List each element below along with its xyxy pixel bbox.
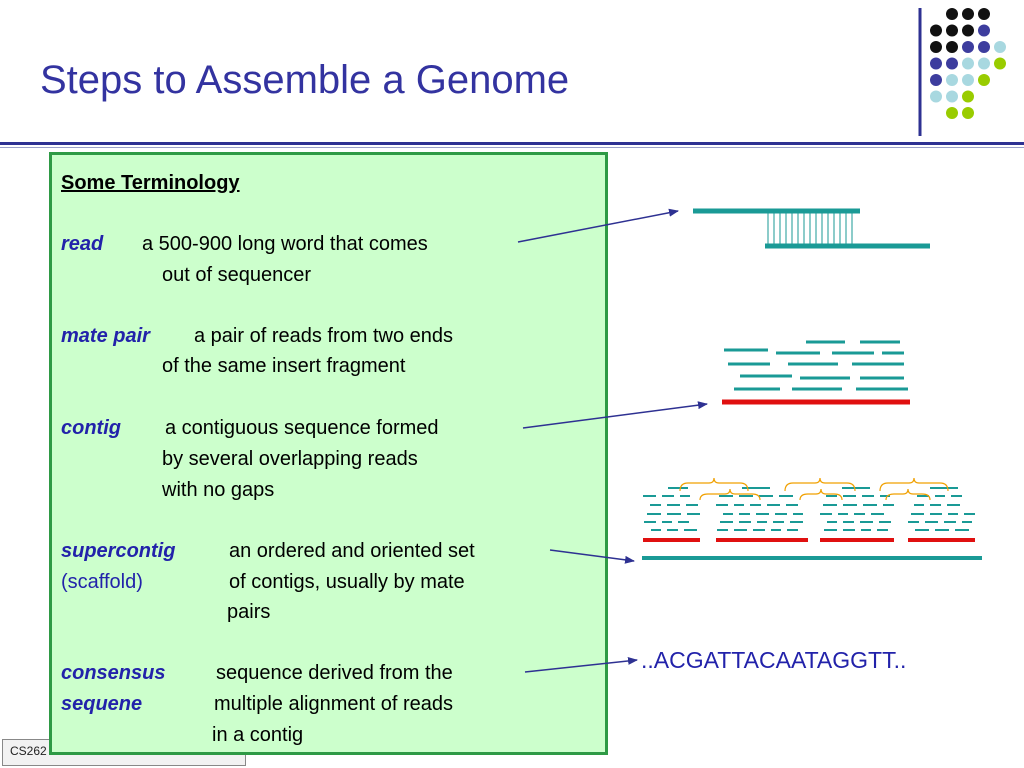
decor-dot	[994, 57, 1006, 70]
decor-dot	[978, 74, 990, 86]
decor-dot	[962, 74, 974, 86]
definition-line: multiple alignment of reads	[214, 693, 454, 715]
definition-line: by several overlapping reads	[162, 448, 418, 470]
decor-dot	[978, 8, 990, 20]
decor-dot	[962, 41, 974, 53]
decor-dot	[946, 74, 958, 86]
definition-line: in a contig	[212, 724, 304, 746]
consensus-sequence-text: ..ACGATTACAATAGGTT..	[641, 647, 907, 673]
term-read: read	[61, 233, 104, 255]
decor-dot	[962, 107, 974, 119]
decor-dot	[962, 90, 974, 103]
definition-line: with no gaps	[162, 479, 275, 501]
decor-dot	[930, 41, 942, 53]
decor-dot	[978, 57, 990, 70]
decor-dot	[962, 8, 974, 20]
title-divider-thin	[0, 147, 1024, 148]
decor-dot	[978, 24, 990, 37]
definition-line: an ordered and oriented set	[229, 540, 475, 562]
definition-line: a contiguous sequence formed	[165, 417, 439, 439]
decor-dot	[946, 41, 958, 53]
term-supercontig: supercontig	[61, 540, 176, 562]
definition-line: a 500-900 long word that comes	[142, 233, 428, 255]
term-sequene: sequene	[61, 693, 143, 715]
decor-dot	[946, 24, 958, 37]
decor-dot	[946, 8, 958, 20]
definition-line: a pair of reads from two ends	[194, 325, 454, 347]
title-divider	[0, 142, 1024, 145]
footer-text: CS262	[10, 744, 47, 758]
term-scaffold: (scaffold)	[61, 571, 143, 593]
decor-dot	[994, 41, 1006, 53]
mate-pair-brace	[699, 488, 761, 501]
mate-pair-brace	[885, 488, 931, 501]
slide-title: Steps to Assemble a Genome	[40, 58, 570, 102]
mate-pair-brace	[799, 488, 843, 501]
decor-dot	[946, 57, 958, 70]
definition-line: of contigs, usually by mate	[229, 571, 465, 593]
decor-dot	[930, 24, 942, 37]
term-mate-pair: mate pair	[61, 325, 150, 347]
definition-line: pairs	[227, 601, 271, 623]
term-contig: contig	[61, 417, 121, 439]
definition-line: sequence derived from the	[216, 662, 453, 684]
terminology-heading: Some Terminology	[61, 172, 240, 194]
mate-pair-brace	[879, 477, 949, 492]
definition-line: of the same insert fragment	[162, 355, 406, 377]
terminology-box	[49, 152, 608, 755]
mate-pair-brace	[784, 477, 856, 492]
decor-dot	[978, 41, 990, 53]
term-consensus: consensus	[61, 662, 166, 684]
decor-dot	[930, 90, 942, 103]
definition-line: out of sequencer	[162, 264, 311, 286]
decor-dot	[930, 74, 942, 86]
decor-dot	[930, 57, 942, 70]
mate-pair-brace	[679, 477, 749, 492]
decor-dot	[962, 24, 974, 37]
decor-dot	[946, 107, 958, 119]
decor-dot	[962, 57, 974, 70]
decor-dot	[946, 90, 958, 103]
